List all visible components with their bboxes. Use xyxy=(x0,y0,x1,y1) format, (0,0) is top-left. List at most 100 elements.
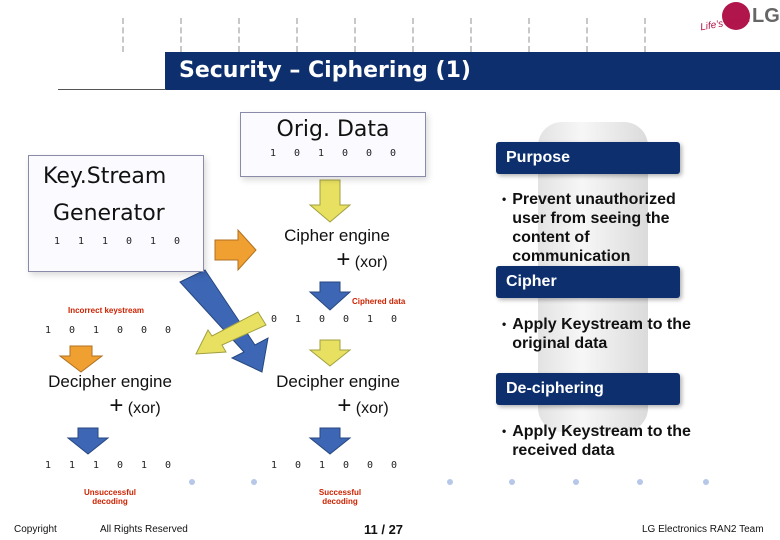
bit: 0 xyxy=(164,460,172,471)
orig-data-box: Orig. Data 1 0 1 0 0 0 xyxy=(240,112,426,177)
bit: 0 xyxy=(116,460,124,471)
bit: 1 xyxy=(53,236,61,247)
footer-rights: All Rights Reserved xyxy=(100,524,188,535)
bit: 1 xyxy=(317,148,325,159)
bit: 0 xyxy=(173,236,181,247)
bit: 0 xyxy=(390,460,398,471)
bit: 0 xyxy=(68,325,76,336)
bit: 0 xyxy=(365,148,373,159)
bit: 0 xyxy=(366,460,374,471)
bullet-icon: • xyxy=(502,317,507,331)
bit: 1 xyxy=(44,325,52,336)
arrow-keystream-to-decipher xyxy=(179,269,269,373)
slide-title: Security – Ciphering (1) xyxy=(165,52,780,90)
bit: 1 xyxy=(92,460,100,471)
footer-team: LG Electronics RAN2 Team xyxy=(642,524,764,535)
decipher-engine-right: Decipher engine + (xor) xyxy=(258,372,418,420)
plus-symbol: + xyxy=(336,246,351,273)
decipher-left-op: + (xor) xyxy=(30,392,190,420)
arrow-left-decipher-result xyxy=(66,427,110,455)
bit: 1 xyxy=(44,460,52,471)
bit: 0 xyxy=(342,314,350,325)
keystream-label-1: Key.Stream xyxy=(43,164,167,189)
footer-copyright: Copyright xyxy=(14,524,57,535)
bit: 0 xyxy=(342,460,350,471)
dash-decoration xyxy=(644,18,648,52)
unsuccessful-tag: Unsuccessful decoding xyxy=(70,488,150,506)
cipher-header: Cipher xyxy=(496,266,680,298)
incorrect-bits: 1 0 1 0 0 0 xyxy=(36,325,180,336)
dash-decoration xyxy=(354,18,358,52)
dash-decoration xyxy=(180,18,184,52)
bullet-icon: • xyxy=(502,192,507,206)
decipher-right-result-bits: 1 0 1 0 0 0 xyxy=(262,460,406,471)
bit: 0 xyxy=(294,460,302,471)
dash-decoration xyxy=(238,18,242,52)
page-number: 11 / 27 xyxy=(364,522,404,537)
keystream-generator-box: Key.Stream Generator 1 1 1 0 1 0 xyxy=(28,155,204,272)
deciphering-header: De-ciphering xyxy=(496,373,680,405)
lg-logo-icon xyxy=(722,2,750,30)
cipher-engine-op: + (xor) xyxy=(262,246,412,274)
arrow-ciphered-to-right xyxy=(308,339,352,367)
bit: 1 xyxy=(140,460,148,471)
successful-tag-2: decoding xyxy=(322,497,358,506)
arrow-orig-to-engine xyxy=(308,179,352,223)
bit: 1 xyxy=(77,236,85,247)
lg-logo-text: LG xyxy=(752,5,780,27)
bit: 0 xyxy=(390,314,398,325)
dash-decoration xyxy=(586,18,590,52)
bit: 0 xyxy=(293,148,301,159)
decipher-engine-left: Decipher engine + (xor) xyxy=(30,372,190,420)
bit: 0 xyxy=(389,148,397,159)
cipher-engine: Cipher engine + (xor) xyxy=(262,226,412,274)
deciphering-text: Apply Keystream to the received data xyxy=(512,423,691,459)
decipher-left-result-bits: 1 1 1 0 1 0 xyxy=(36,460,180,471)
bit: 1 xyxy=(92,325,100,336)
deciphering-bullet: • Apply Keystream to the received data xyxy=(502,422,732,460)
ciphered-data-tag: Ciphered data xyxy=(352,297,406,306)
decipher-right-op: + (xor) xyxy=(258,392,418,420)
dash-decoration xyxy=(296,18,300,52)
bit: 0 xyxy=(140,325,148,336)
dash-decoration xyxy=(528,18,532,52)
bit: 1 xyxy=(68,460,76,471)
unsuccessful-tag-1: Unsuccessful xyxy=(83,488,137,497)
bit: 0 xyxy=(270,314,278,325)
keystream-bits: 1 1 1 0 1 0 xyxy=(29,236,203,247)
bit: 0 xyxy=(125,236,133,247)
plus-symbol: + xyxy=(337,392,352,419)
unsuccessful-tag-2: decoding xyxy=(92,497,128,506)
dash-decoration xyxy=(412,18,416,52)
xor-label: (xor) xyxy=(355,400,389,417)
purpose-text: Prevent unauthorized user from seeing th… xyxy=(512,191,676,265)
arrow-incorrect-to-decipher xyxy=(58,345,104,373)
bit: 1 xyxy=(269,148,277,159)
xor-label: (xor) xyxy=(127,400,161,417)
bit: 1 xyxy=(101,236,109,247)
bit: 0 xyxy=(318,314,326,325)
decipher-left-label: Decipher engine xyxy=(48,372,172,391)
xor-label: (xor) xyxy=(354,254,388,271)
arrow-engine-to-ciphered xyxy=(308,281,352,311)
bit: 0 xyxy=(341,148,349,159)
purpose-header: Purpose xyxy=(496,142,680,174)
ciphered-bits: 0 1 0 0 1 0 xyxy=(262,314,406,325)
purpose-bullet: • Prevent unauthorized user from seeing … xyxy=(502,190,712,266)
keystream-label-2: Generator xyxy=(53,201,165,226)
cipher-bullet: • Apply Keystream to the original data xyxy=(502,315,732,353)
arrow-ciphered-to-left xyxy=(195,311,267,355)
decipher-right-label: Decipher engine xyxy=(276,372,400,391)
bit: 0 xyxy=(164,325,172,336)
orig-data-bits: 1 0 1 0 0 0 xyxy=(241,148,425,159)
successful-tag: Successful decoding xyxy=(300,488,380,506)
bit: 1 xyxy=(149,236,157,247)
orig-data-label: Orig. Data xyxy=(276,117,390,142)
bit: 0 xyxy=(116,325,124,336)
arrow-keystream-to-engine xyxy=(214,228,257,272)
successful-tag-1: Successful xyxy=(318,488,362,497)
dash-decoration xyxy=(470,18,474,52)
bit: 1 xyxy=(318,460,326,471)
cipher-text: Apply Keystream to the original data xyxy=(512,316,691,352)
